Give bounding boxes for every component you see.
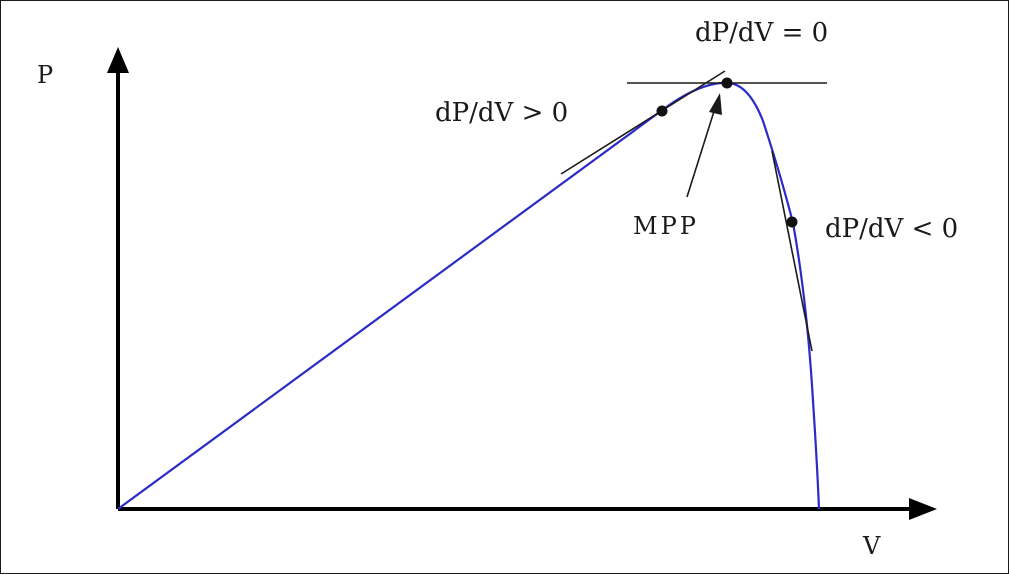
point-mpp (721, 77, 733, 89)
pv-curve (117, 81, 821, 510)
label-slope-negative: dP/dV < 0 (825, 214, 958, 244)
y-axis-arrowhead (107, 47, 129, 73)
point-right (786, 216, 798, 228)
point-left (656, 105, 668, 117)
mpp-arrow (686, 104, 717, 198)
label-slope-positive: dP/dV > 0 (435, 98, 568, 128)
x-axis-label: V (862, 532, 881, 560)
x-axis-arrowhead (909, 498, 937, 520)
y-axis-label: P (37, 61, 53, 89)
label-mpp: MPP (633, 212, 699, 240)
mpp-arrowhead (709, 93, 722, 115)
tangent-line-right (771, 150, 813, 352)
tangent-line-left (560, 70, 726, 175)
label-slope-zero: dP/dV = 0 (695, 18, 828, 48)
